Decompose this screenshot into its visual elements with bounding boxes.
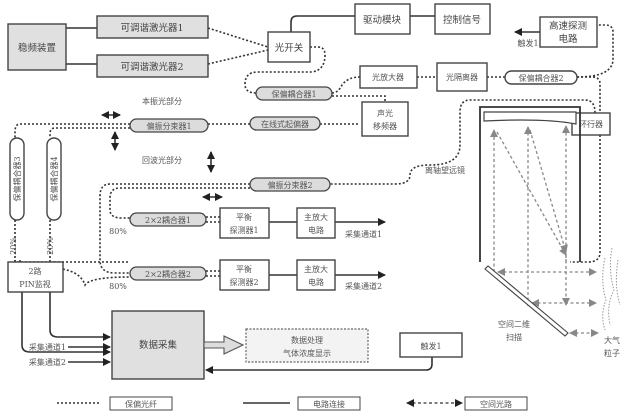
high-speed-detector-label-2: 电路 [558,33,578,45]
echo-section-label: 回波光部分 [142,155,182,165]
aom-box [361,101,409,137]
lo-section-label: 本振光部分 [142,96,182,106]
main-amp1-label-2: 电路 [308,225,324,235]
scanner-label-2: 扫描 [506,332,522,342]
trigger-box [399,332,463,358]
main-amp2-label-1: 主放大 [304,264,328,274]
pm-coupler3 [9,137,25,221]
legend-wire-label: 电路连接 [313,399,345,409]
ratio-80-a: 80% [109,227,127,236]
aom-label-2: 移频器 [373,121,397,131]
main-amp2-label-2: 电路 [308,277,324,287]
data-processing-label-2: 气体浓度显示 [283,348,331,358]
acq-channel1-in-label: 采集通道1 [29,342,66,352]
optical-isolator-box [436,62,488,92]
pm-coupler4-label: 保偏耦合器4 [49,156,59,201]
data-processing-box [245,328,369,363]
freq-stabilizer-label: 稳频装置 [18,42,56,54]
pm-coupler3-label: 保偏耦合器3 [12,156,22,201]
trigger-out-label: 触发1 [517,38,538,48]
optical-isolator-label: 光隔离器 [446,72,478,82]
coupler-2x2-2 [129,266,207,281]
acq-channel1-out-label: 采集通道1 [345,229,382,239]
pin-monitor-label-1: 2路 [28,266,41,276]
control-signal-label: 控制信号 [443,14,481,26]
driver-module-box [354,3,411,35]
coupler-2x2-1-label: 2×2耦合器1 [145,215,191,225]
balanced-detector2-label-2: 探测器2 [229,277,258,287]
balanced-detector1-label-2: 探测器1 [229,225,258,235]
coupler-2x2-1 [129,212,207,227]
optical-amplifier-label: 光放大器 [372,72,404,82]
pbs1-label: 偏振分束器1 [146,121,191,131]
balanced-detector1-label-1: 平衡 [236,212,252,222]
control-signal-box [434,3,491,35]
acq-channel2-in-label: 采集通道2 [29,357,66,367]
ratio-20-a: 20% [9,237,18,255]
main-amp1-label-1: 主放大 [304,212,328,222]
inline-polarizer-label: 在线式起偏器 [261,119,309,129]
circulator-box [571,112,611,136]
optical-amplifier-box [359,65,418,89]
telescope-label: 离轴望远镜 [425,165,465,175]
legend: 保偏光纤 电路连接 空间光路 [57,396,528,411]
main-amp1-box [296,207,336,239]
pbs1 [129,118,209,133]
laser2-label: 可调谐激光器2 [120,61,183,73]
inline-polarizer [249,116,321,131]
pbs2-label: 偏振分束器2 [267,180,312,190]
optical-switch-box [267,31,311,63]
particles-label-2: 粒子 [604,348,620,358]
ratio-20-b: 20% [46,237,55,255]
scanner-label-1: 空间二维 [498,319,530,329]
off-axis-telescope [479,106,621,337]
laser1-box [96,15,209,39]
pm-coupler2-label: 保偏耦合器2 [518,73,563,83]
optical-switch-label: 光开关 [275,42,304,54]
high-speed-detector-label-1: 高速探测 [549,20,587,32]
freq-stabilizer-box [7,23,67,71]
circuit-wires [21,15,540,374]
data-flow-arrow [203,335,245,355]
pbs2 [249,177,331,192]
trigger-box-label: 触发1 [420,341,441,351]
pm-coupler1-label: 保偏耦合器1 [271,89,316,99]
laser2-box [96,54,209,78]
pm-coupler1 [255,86,333,101]
legend-space-label: 空间光路 [480,399,512,409]
legend-fiber-label: 保偏光纤 [125,399,157,409]
balanced-detector2-label-1: 平衡 [236,264,252,274]
data-acquisition-box [111,310,205,380]
pin-monitor-box [7,261,64,293]
ratio-80-b: 80% [109,282,127,291]
pm-coupler4 [46,137,62,221]
pin-monitor-label-2: PIN监视 [19,279,51,289]
data-processing-label-1: 数据处理 [291,335,323,345]
driver-module-label: 驱动模块 [363,14,402,26]
main-amp2-box [296,259,336,291]
pm-coupler2 [504,70,578,85]
coupler-2x2-2-label: 2×2耦合器2 [145,269,191,279]
data-acquisition-label: 数据采集 [139,339,178,351]
aom-label-1: 声光 [377,108,393,118]
high-speed-detector-box [539,16,598,48]
laser1-label: 可调谐激光器1 [120,22,183,34]
balanced-detector2-box [219,259,270,291]
acq-channel2-out-label: 采集通道2 [345,281,382,291]
particles-label-1: 大气 [604,335,620,345]
circulator-label: 环行器 [579,119,603,129]
balanced-detector1-box [219,207,270,239]
